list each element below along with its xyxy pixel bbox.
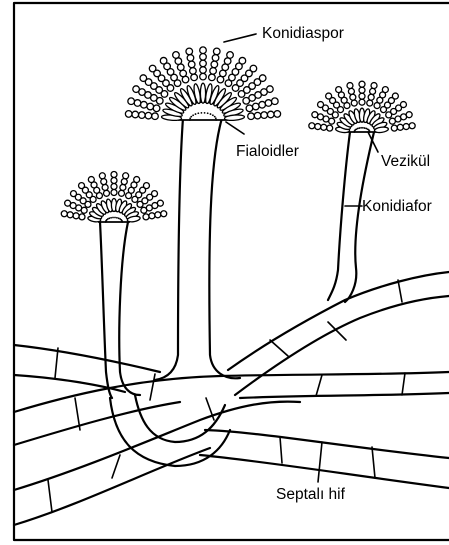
conidial-head-middle <box>125 47 280 121</box>
leader-fialoidler <box>226 122 244 134</box>
label-vezikul: Vezikül <box>381 153 430 170</box>
leader-septali-hif <box>318 442 322 482</box>
leader-konidiaspor <box>224 34 256 42</box>
conidial-head-right <box>309 81 415 133</box>
label-fialoidler: Fialoidler <box>236 143 299 160</box>
label-konidiafor: Konidiafor <box>362 198 432 215</box>
label-septali-hif: Septalı hif <box>276 486 346 503</box>
label-konidiaspor: Konidiaspor <box>262 25 344 42</box>
conidiophore-stalks <box>100 118 374 398</box>
septate-hyphae <box>14 272 449 525</box>
conidial-head-left <box>61 172 166 223</box>
